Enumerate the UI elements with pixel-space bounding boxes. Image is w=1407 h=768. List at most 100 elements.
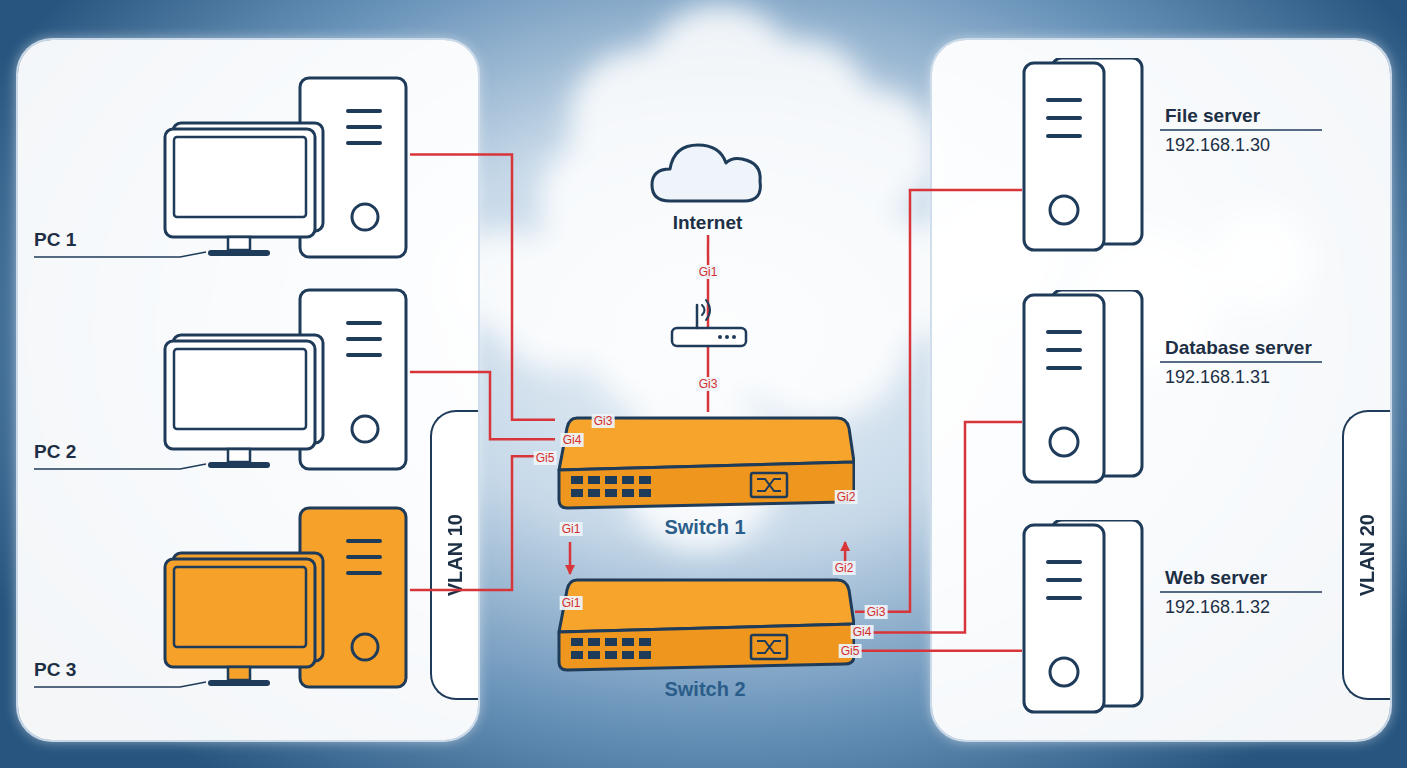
decor-shape [352,416,378,442]
decor-shape [751,635,787,659]
network-cable [410,372,555,439]
decor-shape [622,638,634,646]
pc-icon [30,75,410,260]
decor-shape [1048,100,1080,136]
server-icon [1022,58,1342,253]
decor-shape [639,476,651,484]
server-node: Database server192.168.1.31 [1022,290,1342,485]
network-cable [855,649,1022,652]
decor-shape [696,305,699,328]
decor-shape [352,204,378,230]
network-cable [707,235,710,412]
port-label: Gi4 [561,433,584,447]
network-cable [855,190,1022,612]
port-label: Gi1 [697,265,720,279]
switch-label: Switch 2 [555,678,855,701]
decor-shape [559,462,854,508]
decor-shape [588,489,600,497]
pc-node: PC 1 [30,75,410,260]
port-label: Gi4 [851,625,874,639]
decor-shape [1024,295,1104,482]
ip-address: 192.168.1.32 [1165,597,1270,618]
pc-icon [30,505,410,690]
pc-icon [30,287,410,472]
decor-shape [605,651,617,659]
decor-shape [173,553,323,661]
switch-label: Switch 1 [555,516,855,539]
network-cable [410,456,555,590]
decor-shape [1048,562,1080,598]
decor-shape [348,111,380,143]
decor-shape [639,638,651,646]
decor-shape [228,449,250,462]
switch-node: Switch 2 [555,574,855,704]
pc-label: PC 3 [34,659,76,681]
ip-address: 192.168.1.30 [1165,135,1270,156]
vlan-panel: VLAN 20 File server192.168.1.30Database s… [932,40,1390,740]
decor-shape [228,237,250,250]
vlan-label: VLAN 20 [1356,514,1379,596]
decor-shape [34,682,206,687]
pc-label: PC 2 [34,441,76,463]
decor-shape [672,328,746,346]
pc-node: PC 3 [30,505,410,690]
decor-shape [622,651,634,659]
decor-shape [173,123,323,231]
decor-shape [173,335,323,443]
decor-shape [174,567,306,647]
decor-shape [1160,591,1322,593]
decor-shape [1050,196,1078,224]
decor-shape [1050,428,1078,456]
port-label: Gi5 [839,644,862,658]
decor-shape [605,638,617,646]
decor-shape [571,489,583,497]
decor-shape [732,335,736,339]
decor-shape [718,335,722,339]
decor-shape [208,680,270,686]
vlan-tab: VLAN 10 [430,410,478,700]
decor-shape [174,349,306,429]
server-node: Web server 192.168.1.32 [1022,520,1342,715]
port-label: Gi1 [560,596,583,610]
decor-shape [1160,361,1322,363]
port-label: Gi2 [835,490,858,504]
decor-shape [348,541,380,573]
port-label: Gi3 [865,605,888,619]
pc-label: PC 1 [34,229,76,251]
switch-node: Switch 1 [555,412,855,542]
pc-node: PC 2 [30,287,410,472]
vlan-tab: VLAN 20 [1342,410,1390,700]
decor-shape [605,489,617,497]
decor-shape [1024,63,1104,250]
decor-shape [165,129,315,237]
router-icon [660,283,760,353]
vlan-label: VLAN 10 [444,514,467,596]
server-node: File server192.168.1.30 [1022,58,1342,253]
cloud-label: Internet [640,212,775,234]
decor-shape [571,651,583,659]
decor-shape [1048,332,1080,368]
port-label: Gi3 [592,414,615,428]
server-icon [1022,520,1342,715]
decor-shape [34,464,206,469]
network-cable [844,542,847,574]
decor-shape [622,476,634,484]
decor-shape [559,624,854,670]
decor-shape [725,335,729,339]
server-name: Web server [1165,567,1267,589]
decor-shape [757,641,781,653]
decor-shape [571,476,583,484]
decor-shape [702,300,710,320]
server-icon [1022,290,1342,485]
decor-shape [639,489,651,497]
decor-shape [1160,129,1322,131]
decor-shape [588,651,600,659]
cloud-node: Internet [640,135,775,235]
decor-shape [588,476,600,484]
decor-shape [757,479,781,491]
decor-shape [348,323,380,355]
network-cable [855,422,1022,632]
port-label: Gi3 [697,377,720,391]
decor-shape [352,634,378,660]
